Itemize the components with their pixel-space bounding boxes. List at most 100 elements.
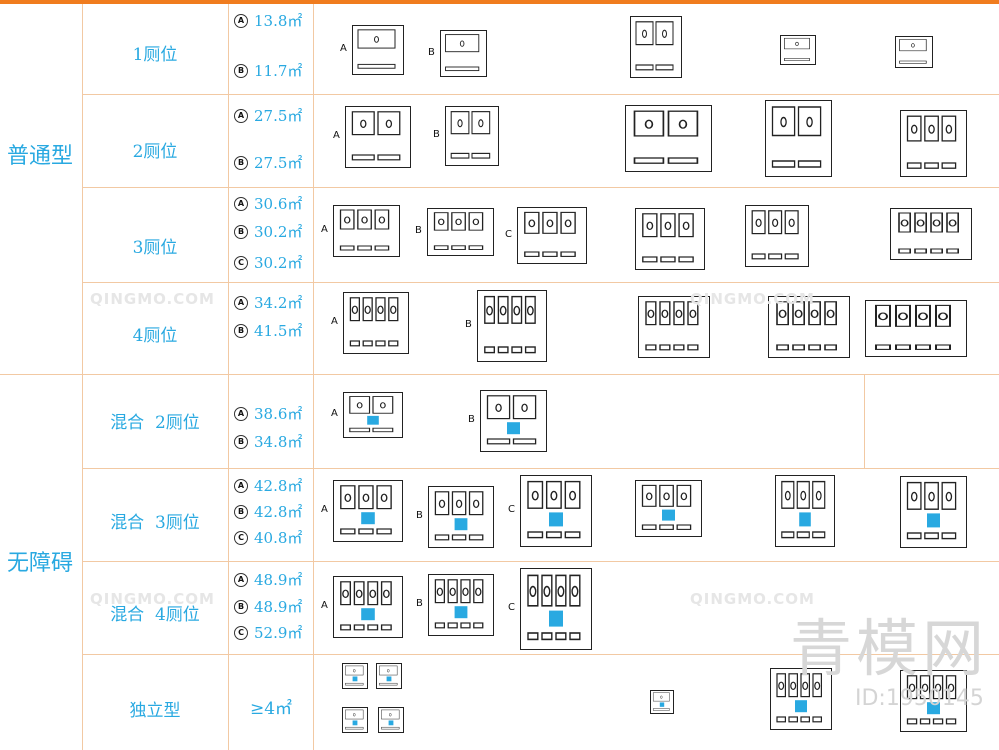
stall (484, 295, 495, 324)
area-value: 42.8㎡ (254, 477, 303, 495)
sink-icon (776, 344, 789, 351)
sink-icon (906, 162, 922, 169)
toilet-icon (790, 681, 797, 690)
stall (358, 485, 374, 510)
toilet-icon (569, 490, 577, 501)
toilet-icon (385, 119, 393, 128)
type-label: 独立型 (129, 701, 181, 721)
plan-option-label: A (333, 130, 340, 141)
floor-plan-drawing (378, 707, 404, 733)
stall (340, 581, 351, 606)
accessible-icon (352, 676, 358, 682)
plan-sketch (633, 110, 699, 164)
sink-icon (751, 253, 766, 260)
plan-sketch (751, 210, 799, 260)
stall (824, 301, 837, 326)
stall (784, 37, 810, 50)
sink-icon (340, 528, 356, 535)
grid-line (228, 4, 229, 750)
stall (345, 665, 364, 676)
option-badge: B (234, 224, 248, 239)
toilet-icon (788, 218, 795, 227)
stall (635, 21, 654, 46)
toilet-icon (378, 216, 386, 224)
stall (924, 115, 939, 142)
plan-sketch (652, 692, 670, 711)
toilet-icon (529, 585, 537, 597)
plan-option-label: B (468, 414, 475, 425)
toilet-icon (486, 305, 493, 316)
area-value: 41.5㎡ (254, 322, 303, 340)
floor-plan-drawing (638, 296, 710, 358)
sink-icon (906, 718, 918, 725)
sink-icon (667, 157, 699, 164)
stall (906, 115, 922, 142)
accessible-icon (454, 606, 468, 619)
floor-plan-drawing (345, 106, 411, 168)
option-badge: A (234, 572, 248, 587)
toilet-icon (806, 116, 813, 128)
sink-icon (792, 344, 805, 351)
stall (545, 480, 562, 509)
stall (784, 210, 799, 235)
sink-icon (560, 251, 576, 257)
area-value: 38.6㎡ (254, 405, 303, 423)
floor-plan-drawing (427, 208, 494, 256)
sink-icon (434, 622, 445, 629)
floor-plan-drawing (900, 110, 967, 177)
plan-sketch (776, 301, 837, 351)
area-value: 27.5㎡ (254, 107, 303, 125)
toilet-icon (778, 309, 787, 318)
accessible-icon (361, 512, 375, 525)
stall (788, 673, 798, 698)
area-value: 40.8㎡ (254, 529, 303, 547)
plan-sketch (379, 665, 398, 686)
sink-icon (796, 531, 810, 539)
stall (667, 110, 699, 137)
option-badge: C (234, 530, 248, 545)
sink-icon (374, 245, 390, 251)
sink-icon (339, 245, 355, 251)
stall (915, 304, 931, 327)
option-badge: A (234, 13, 248, 28)
type-label: 1厕位 (132, 45, 178, 65)
floor-plan-drawing (517, 207, 587, 264)
floor-plan-drawing (765, 100, 832, 177)
stall (564, 480, 581, 509)
toilet-icon (663, 492, 670, 501)
plan-option-label: A (331, 408, 338, 419)
stall (376, 485, 392, 510)
toilet-icon (436, 587, 444, 596)
stall (555, 574, 567, 607)
stall (357, 29, 396, 49)
stall (751, 210, 766, 235)
sink-icon (372, 427, 394, 433)
toilet-icon (945, 491, 953, 502)
floor-plan-drawing (333, 205, 400, 257)
stall (659, 484, 674, 507)
sink-icon (375, 340, 386, 347)
plan-sketch (433, 212, 484, 250)
plan-sketch (345, 709, 364, 730)
toilet-icon (682, 221, 690, 230)
grid-line (82, 468, 999, 469)
grid-line (313, 4, 314, 750)
floor-plan-drawing (895, 36, 933, 68)
plan-sketch (349, 297, 399, 347)
toilet-icon (382, 589, 390, 598)
toilet-icon (364, 305, 371, 314)
stall (351, 111, 375, 136)
stall (374, 209, 390, 230)
accessible-icon (386, 676, 392, 682)
floor-plan-drawing (635, 208, 705, 270)
floor-plan-drawing (376, 663, 402, 689)
stall (471, 111, 491, 135)
stall (875, 304, 891, 327)
toilet-icon (916, 219, 925, 227)
option-badge: B (234, 323, 248, 338)
